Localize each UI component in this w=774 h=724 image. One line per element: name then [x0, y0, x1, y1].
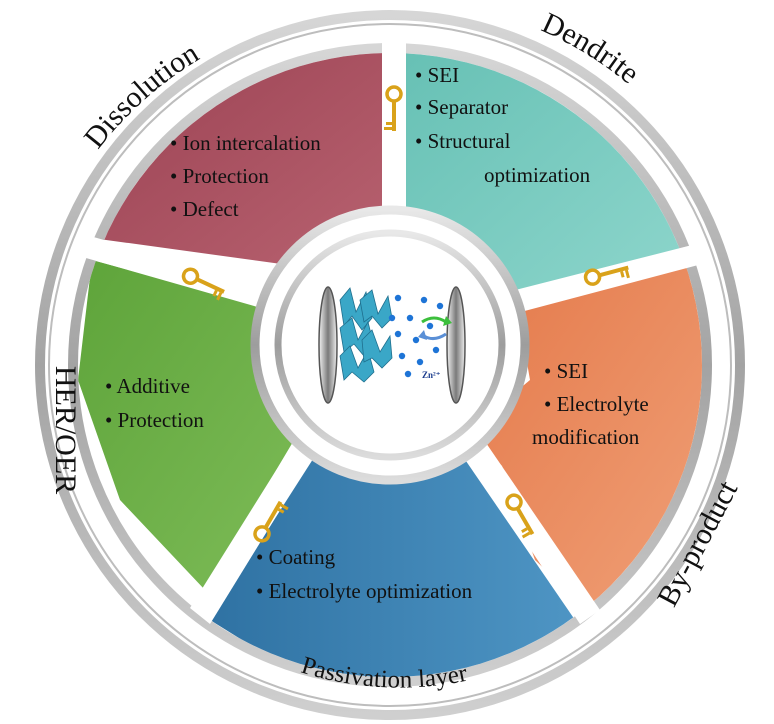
dendrite-item-3: • Structural [415, 129, 511, 153]
her-oer-item-2: • Protection [105, 408, 204, 432]
by-product-item-3: modification [532, 425, 640, 449]
dissolution-item-1: • Ion intercalation [170, 131, 321, 155]
segment-dendrite [405, 53, 690, 298]
zinc-ion-label: Zn²⁺ [422, 370, 441, 380]
dissolution-item-3: • Defect [170, 197, 239, 221]
dissolution-item-2: • Protection [170, 164, 269, 188]
dendrite-item-2: • Separator [415, 95, 508, 119]
by-product-item-2: • Electrolyte [544, 392, 649, 416]
key-icons [181, 85, 630, 543]
key-icon [253, 500, 289, 543]
key-icon [181, 267, 225, 301]
segment-passivation [210, 445, 575, 677]
right-electrode [446, 286, 466, 404]
dendrite-item-1: • SEI [415, 63, 459, 87]
charge-arrow-icon [421, 316, 447, 324]
her-oer-item-1: • Additive [105, 374, 190, 398]
segment-dissolution [92, 53, 385, 270]
segment-her-oer [78, 260, 305, 590]
left-electrode [318, 286, 338, 404]
battery-illustration: Zn²⁺ [318, 286, 466, 404]
dendrite-item-4: optimization [484, 163, 591, 187]
passivation-item-1: • Coating [256, 545, 336, 569]
zinc-ions [388, 294, 444, 378]
label-her-oer: HER/OER [49, 366, 82, 494]
key-icon [583, 265, 630, 286]
layered-host-structure [339, 287, 393, 383]
by-product-item-1: • SEI [544, 359, 588, 383]
key-icon [505, 493, 535, 539]
key-icon [384, 85, 403, 131]
segment-texts: • Ion intercalation • Protection • Defec… [105, 63, 649, 603]
passivation-item-2: • Electrolyte optimization [256, 579, 473, 603]
